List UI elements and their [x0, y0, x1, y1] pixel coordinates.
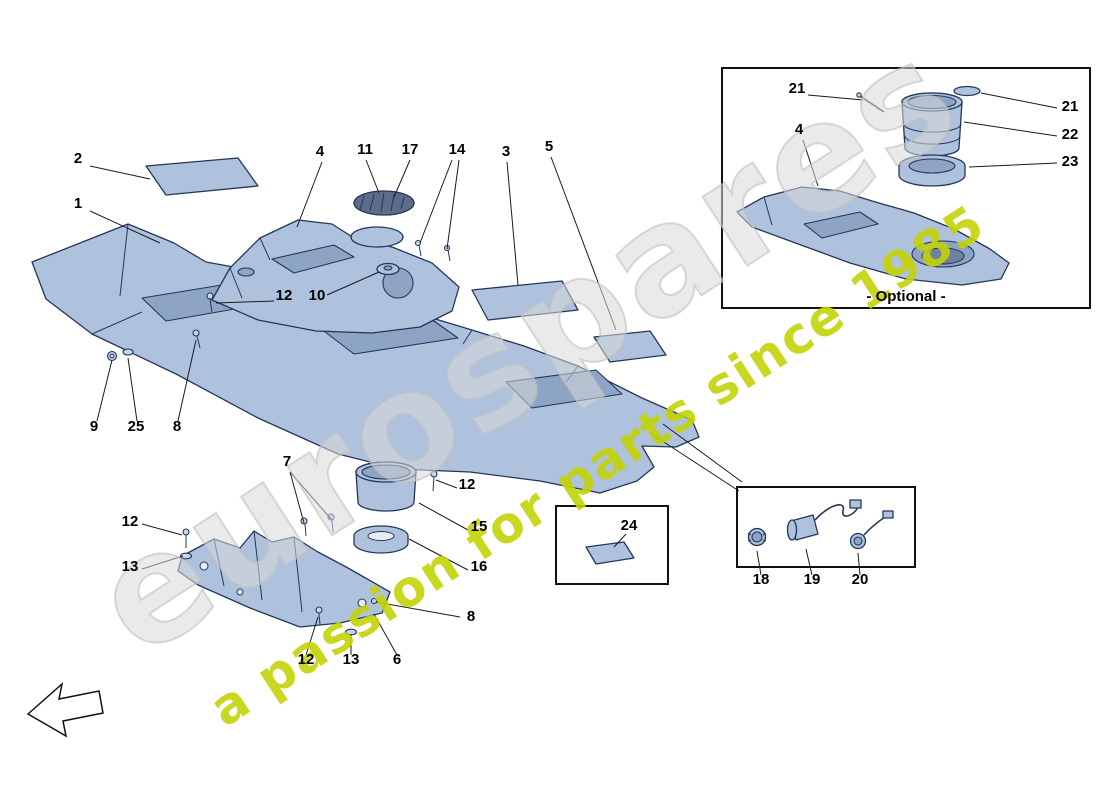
cup-holder-part-23: [898, 154, 966, 187]
callout-24: 24: [621, 517, 638, 534]
grommet-part-16: [353, 525, 409, 554]
callout-12-a: 12: [276, 287, 293, 304]
callout-22: 22: [1062, 126, 1079, 143]
callout-12-c: 12: [122, 513, 139, 530]
optional-box-label: - Optional -: [866, 288, 945, 305]
callout-4-b: 4: [795, 121, 804, 138]
tunnel-rear-recess: [505, 369, 623, 409]
optional-console-opening: [803, 211, 879, 239]
callout-20: 20: [852, 571, 869, 588]
main-diagram-art: [26, 85, 1010, 738]
screw-12-bracket-left: [182, 528, 190, 548]
leader-lines: [89, 92, 1058, 656]
clip-part-21: [953, 85, 981, 97]
callout-19: 19: [804, 571, 821, 588]
callout-17: 17: [402, 141, 419, 158]
optional-console-art: [736, 85, 1010, 286]
mat-part-5: [593, 330, 667, 363]
callout-16: 16: [471, 558, 488, 575]
callout-23: 23: [1062, 153, 1079, 170]
knob-part-10: [376, 262, 400, 276]
callout-9: 9: [90, 418, 98, 435]
callout-8-a: 8: [173, 418, 181, 435]
socket-part-20: [849, 510, 894, 550]
console-trim: [211, 219, 460, 334]
callouts: 2 1 4 11 17 14 3 5 12 10 9 25 8 7 12 15 …: [74, 80, 1079, 668]
gasket-part-11: [350, 226, 404, 248]
callout-10: 10: [309, 287, 326, 304]
screw-12-tunnel: [430, 470, 438, 492]
washer-13-left: [179, 552, 193, 560]
callout-7: 7: [283, 453, 291, 470]
callout-18: 18: [753, 571, 770, 588]
callout-14: 14: [449, 141, 466, 158]
callout-15: 15: [471, 518, 488, 535]
stud-8-bracket: [370, 597, 378, 605]
lighter-part-19: [786, 499, 862, 541]
callout-21-a: 21: [789, 80, 806, 97]
callout-25: 25: [128, 418, 145, 435]
cup-part-22: [901, 92, 963, 157]
console-small-opening: [237, 267, 255, 277]
callout-4: 4: [316, 143, 325, 160]
electrical-detail-box: [736, 486, 916, 568]
callout-12-d: 12: [298, 651, 315, 668]
callout-1: 1: [74, 195, 82, 212]
nut-part-9: [106, 350, 118, 362]
console-trim-opening: [271, 244, 355, 274]
callout-6: 6: [393, 651, 401, 668]
washer-part-25: [122, 348, 134, 356]
callout-8-b: 8: [467, 608, 475, 625]
callout-3: 3: [502, 143, 510, 160]
callout-13-b: 13: [343, 651, 360, 668]
callout-2: 2: [74, 150, 82, 167]
socket-part-18: [747, 527, 767, 547]
callout-5: 5: [545, 138, 553, 155]
mat-part-3: [471, 280, 579, 321]
callout-12-b: 12: [459, 476, 476, 493]
screw-12-console: [206, 292, 214, 313]
screw-7-a: [300, 517, 308, 537]
grille-part-17: [353, 190, 415, 216]
bracket-part-6: [177, 530, 391, 628]
callout-13-a: 13: [122, 558, 139, 575]
screw-7-b: [327, 513, 335, 533]
cup-part-15: [355, 461, 417, 512]
callout-11: 11: [357, 141, 373, 158]
screw-12-bracket-bottom: [315, 606, 323, 626]
mat-part-2: [145, 157, 259, 196]
pad-part-24: [585, 541, 635, 565]
console-trim-lines: [229, 237, 271, 299]
direction-arrow-icon: [26, 681, 104, 738]
screw-8-top: [192, 329, 201, 349]
callout-21-b: 21: [1062, 98, 1079, 115]
pin-part-21: [856, 92, 885, 113]
